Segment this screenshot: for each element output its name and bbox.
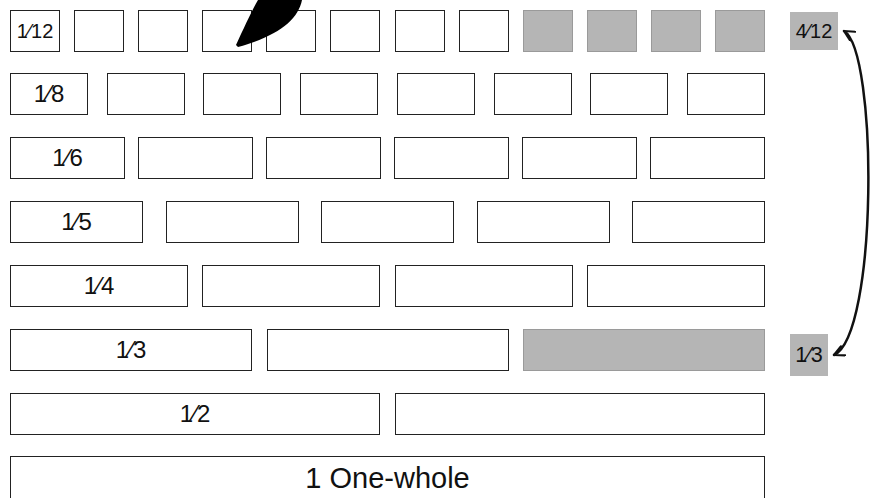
fraction-bar	[687, 73, 765, 115]
equivalence-arrow	[834, 31, 868, 355]
fraction-label: 4⁄12	[796, 21, 833, 41]
fraction-bar	[395, 10, 445, 52]
fraction-label: 1⁄12	[17, 21, 54, 41]
fraction-tag: 1⁄3	[790, 334, 828, 376]
fraction-bar	[715, 10, 765, 52]
fraction-bar	[494, 73, 572, 115]
fraction-bar	[202, 265, 380, 307]
fraction-bar	[397, 73, 475, 115]
fraction-bar	[651, 10, 701, 52]
fraction-label: 1⁄3	[795, 344, 823, 366]
fraction-bar: 1⁄6	[10, 137, 125, 179]
fraction-label: 1⁄5	[61, 210, 92, 234]
fraction-bar	[300, 73, 378, 115]
fraction-bar: 1⁄12	[10, 10, 60, 52]
fraction-bar	[138, 137, 253, 179]
fraction-bar	[203, 73, 281, 115]
fraction-bar	[267, 329, 509, 371]
fraction-bar	[395, 393, 765, 435]
fraction-bar	[107, 73, 185, 115]
fraction-bar	[459, 10, 509, 52]
fraction-bar	[138, 10, 188, 52]
fraction-bar	[266, 137, 381, 179]
fraction-bar	[74, 10, 124, 52]
fraction-bar: 1 One-whole	[10, 456, 765, 498]
fraction-bar	[590, 73, 668, 115]
fraction-bar: 1⁄3	[10, 329, 252, 371]
fraction-label: 1⁄6	[52, 146, 83, 170]
fraction-label: 1 One-whole	[305, 464, 469, 493]
fraction-bar: 1⁄4	[10, 265, 188, 307]
fraction-bar	[395, 265, 573, 307]
fraction-bar	[587, 265, 765, 307]
fraction-bar	[522, 137, 637, 179]
fraction-bar	[166, 201, 299, 243]
fraction-bar: 1⁄2	[10, 393, 380, 435]
fraction-bar: 1⁄8	[10, 73, 88, 115]
fraction-bar	[650, 137, 765, 179]
fraction-label: 1⁄3	[116, 338, 147, 362]
fraction-bar	[330, 10, 380, 52]
fraction-tag: 4⁄12	[790, 12, 838, 50]
fraction-bar	[266, 10, 316, 52]
fraction-bar	[632, 201, 765, 243]
fraction-bar	[523, 10, 573, 52]
fraction-bar: 1⁄5	[10, 201, 143, 243]
fraction-bar	[394, 137, 509, 179]
fraction-label: 1⁄4	[84, 274, 115, 298]
fraction-bar	[477, 201, 610, 243]
fraction-bar	[587, 10, 637, 52]
fraction-bar	[321, 201, 454, 243]
fraction-label: 1⁄8	[34, 82, 65, 106]
fraction-bar	[202, 10, 252, 52]
fraction-label: 1⁄2	[180, 402, 211, 426]
fraction-bar	[523, 329, 765, 371]
